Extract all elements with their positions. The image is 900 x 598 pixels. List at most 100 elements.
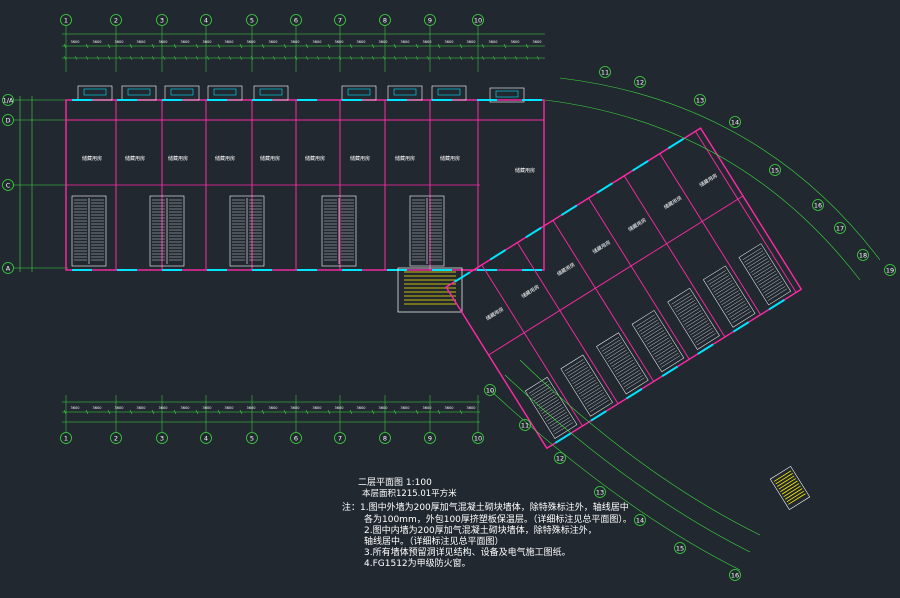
right-window — [667, 137, 685, 150]
dim-text: 3600 — [71, 40, 80, 44]
dim-text: 3600 — [445, 40, 454, 44]
dim-tick — [162, 55, 166, 61]
dim-tick — [173, 43, 177, 49]
dim-text: 3600 — [423, 406, 432, 410]
lower-stair-tread — [781, 483, 800, 495]
axis-label: 1/A — [3, 97, 14, 105]
right-window — [661, 365, 678, 378]
dim-tick — [470, 55, 474, 61]
right-stair-tread — [578, 382, 598, 395]
dim-text: 3600 — [335, 406, 344, 410]
dim-tick — [393, 409, 397, 415]
axis-bubble — [884, 264, 896, 276]
right-stair-tread — [726, 300, 745, 313]
axis-label: 3 — [160, 17, 164, 25]
dim-tick — [536, 55, 540, 61]
lower-stair-tread — [788, 493, 806, 505]
right-stair-tread — [714, 282, 734, 295]
axis-label: 12 — [556, 455, 564, 463]
right-stair-tread — [684, 312, 703, 325]
right-stair-tread — [658, 350, 677, 363]
right-stair-tread — [541, 401, 561, 414]
right-stair-tread — [583, 389, 603, 402]
dim-tick — [228, 55, 232, 61]
right-stair-tread — [750, 260, 770, 273]
right-stair-outline — [524, 376, 578, 439]
axis-bubble — [674, 542, 686, 554]
axis-label: 1 — [64, 17, 68, 25]
right-window — [732, 321, 750, 333]
left-dimension-lines — [14, 96, 68, 272]
dim-tick — [525, 55, 529, 61]
floor-area: 本层面积1215.01平方米 — [362, 489, 457, 500]
right-stair-tread — [617, 365, 637, 377]
right-stair-tread — [710, 275, 730, 288]
right-stair-tread — [590, 399, 609, 412]
dim-text: 3600 — [159, 406, 168, 410]
axis-label: 11 — [601, 69, 609, 77]
dim-text: 3600 — [137, 406, 146, 410]
dim-tick — [217, 409, 221, 415]
dim-tick — [371, 409, 375, 415]
dim-tick — [151, 43, 155, 49]
stair-outline — [149, 195, 185, 267]
right-stair-tread — [580, 384, 600, 397]
top-arc-dim — [559, 77, 881, 261]
right-stair — [667, 287, 720, 350]
right-partition — [445, 286, 548, 449]
axis-bubble — [729, 116, 741, 128]
right-stair-tread — [624, 375, 643, 388]
room-label: 储藏用房 — [168, 155, 188, 162]
axis-bubble — [2, 114, 14, 126]
right-stair-tread — [679, 305, 699, 318]
dim-tick — [415, 409, 419, 415]
dim-tick — [283, 43, 287, 49]
axis-label: 14 — [731, 119, 739, 127]
right-stair-tread — [650, 337, 669, 350]
central-stair — [397, 267, 463, 313]
dim-tick — [415, 43, 419, 49]
axis-bubble — [200, 432, 212, 444]
right-stair-tread — [544, 406, 564, 419]
window-mark — [347, 88, 371, 96]
right-stair-tread — [693, 328, 713, 341]
right-stair-tread — [543, 404, 563, 417]
right-stair-tread — [538, 396, 558, 409]
drawing-notes: 二层平面图 1:100 本层面积1215.01平方米 注：1.图中外墙为200厚… — [342, 478, 682, 571]
axis-bubble — [834, 222, 846, 234]
right-window — [626, 388, 643, 400]
right-stair-tread — [718, 288, 738, 301]
lower-stair-tread — [780, 480, 798, 492]
right-stair-outline — [596, 332, 649, 395]
dim-tick — [305, 43, 309, 49]
axis-label: 6 — [294, 17, 298, 25]
lower-stair-outline — [769, 465, 811, 511]
right-stair-tread — [574, 374, 593, 387]
axis-bubble — [769, 164, 781, 176]
dim-text: 3600 — [181, 40, 190, 44]
dim-text: 3600 — [93, 406, 102, 410]
lower-stair-tread — [785, 488, 803, 500]
axis-label: 2 — [114, 17, 118, 25]
right-stair — [738, 243, 792, 306]
window-mark — [259, 88, 283, 96]
lower-stair-tread — [786, 490, 804, 503]
right-wing-plan — [445, 127, 811, 511]
right-stair-tread — [569, 366, 589, 379]
right-window — [554, 432, 572, 444]
axis-label: 14 — [636, 517, 644, 525]
axis-bubble — [857, 249, 869, 261]
right-stair-tread — [645, 330, 665, 342]
stair-outline — [409, 195, 445, 267]
right-stair — [560, 354, 613, 417]
right-window — [768, 299, 785, 311]
right-stair-tread — [612, 357, 632, 370]
axis-label: 10 — [474, 435, 482, 443]
axis-label: 16 — [814, 202, 822, 210]
axis-label: 2 — [114, 435, 118, 443]
dim-text: 3600 — [71, 406, 80, 410]
right-stair-tread — [549, 414, 569, 427]
right-stair-tread — [761, 278, 781, 291]
window-mark — [495, 90, 519, 98]
